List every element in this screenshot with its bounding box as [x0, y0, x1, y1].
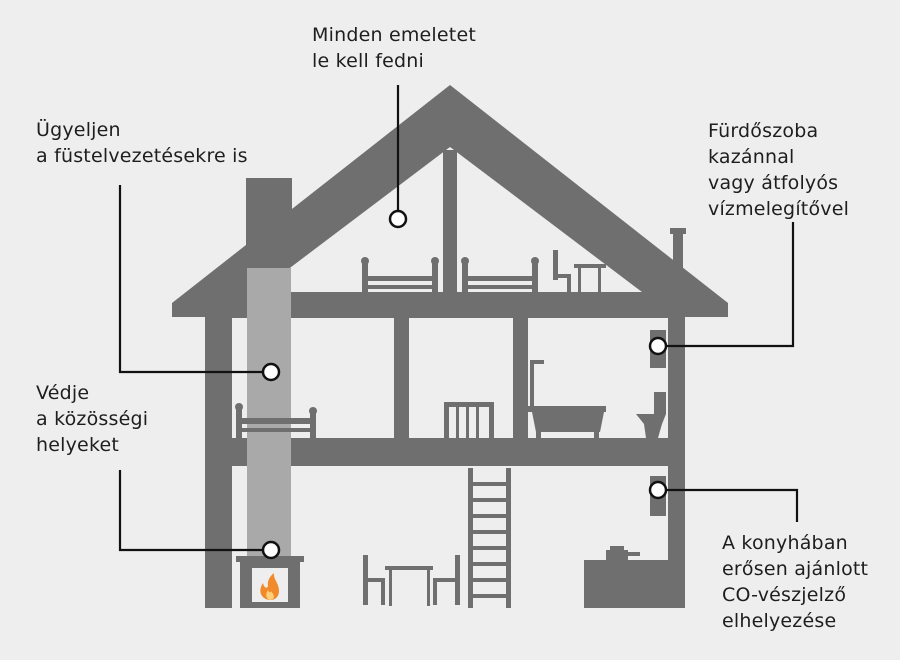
kitchen-stove	[584, 546, 668, 608]
room-upper-middle	[409, 318, 513, 438]
callout-label-bathroom: Fürdőszoba kazánnal vagy átfolyós vízmel…	[708, 118, 849, 222]
attic-desk	[553, 250, 606, 294]
dining-set	[363, 555, 460, 606]
callout-text-line: vagy átfolyós	[708, 172, 839, 194]
callout-text-line: a füstelvezetésekre is	[36, 145, 248, 167]
detector-marker-icon	[388, 209, 408, 229]
callout-line-living	[118, 470, 270, 552]
flame-icon	[260, 573, 279, 600]
callout-label-flue: Ügyeljen a füstelvezetésekre is	[36, 117, 248, 169]
callout-text-line: helyeket	[36, 434, 120, 456]
callout-label-top-floor: Minden emeletet le kell fedni	[312, 22, 476, 74]
callout-text-line: Fürdőszoba	[708, 120, 819, 142]
callout-line-bath	[658, 222, 795, 348]
detector-marker-icon	[261, 540, 281, 560]
toilet	[636, 392, 666, 438]
callout-line-kitchen	[658, 488, 799, 522]
callout-text-line: vízmelegítővel	[708, 198, 850, 220]
detector-marker-icon	[261, 362, 281, 382]
attic-post	[443, 150, 457, 295]
attic-bed-right	[461, 257, 539, 294]
callout-text-line: A konyhában	[722, 532, 848, 554]
callout-markers	[261, 209, 668, 560]
callout-text-line: Ügyeljen	[36, 119, 121, 141]
stair-railing	[444, 402, 494, 438]
callout-label-kitchen: A konyhában erősen ajánlott CO-vészjelző…	[722, 530, 868, 634]
callout-line-flue	[118, 185, 270, 374]
callout-text-line: Védje	[36, 382, 90, 404]
bathtub	[528, 360, 606, 438]
callout-text-line: erősen ajánlott	[722, 558, 869, 580]
detector-marker-icon	[648, 336, 668, 356]
fireplace	[236, 556, 304, 608]
callout-lines	[118, 85, 799, 552]
callout-text-line: Minden emeletet	[312, 24, 476, 46]
bedroom-bed	[235, 403, 317, 438]
staircase	[468, 468, 511, 608]
callout-label-living: Védje a közösségi helyeket	[36, 380, 148, 458]
callout-text-line: a közösségi	[36, 408, 149, 430]
detector-marker-icon	[648, 480, 668, 500]
callout-text-line: CO-vészjelző	[722, 584, 847, 606]
attic-bed-left	[361, 257, 439, 294]
chimney-flue	[247, 268, 291, 560]
callout-text-line: kazánnal	[708, 146, 795, 168]
callout-text-line: elhelyezése	[722, 610, 837, 632]
callout-text-line: le kell fedni	[312, 50, 424, 72]
boiler-flue-pipe	[670, 228, 686, 276]
